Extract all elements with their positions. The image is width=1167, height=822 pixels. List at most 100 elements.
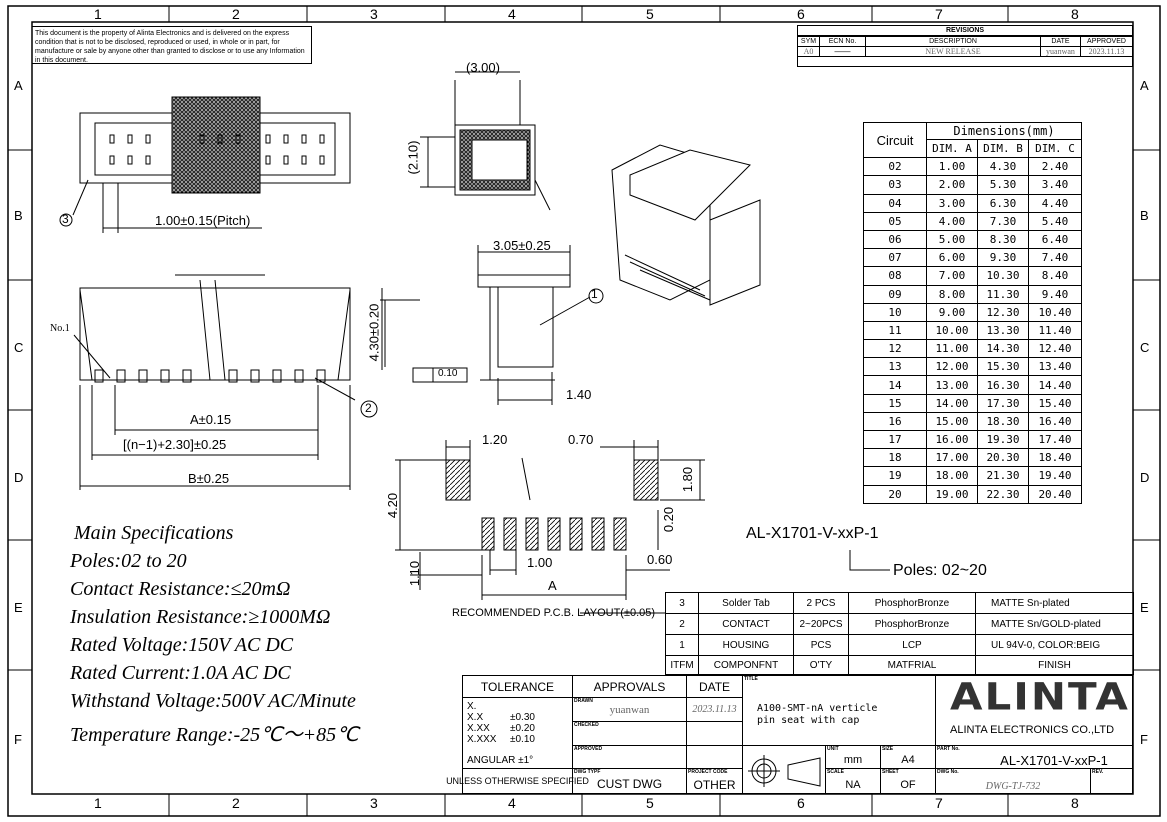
spec-line: Temperature Range:-25℃～+85℃ — [70, 724, 359, 746]
row-marker: F — [1140, 732, 1148, 747]
rev-empty-row — [797, 56, 1133, 67]
dimension-cell: 13.40 — [1028, 357, 1082, 377]
dimension-cell: 7.00 — [926, 266, 978, 286]
callout-2: 2 — [365, 401, 372, 415]
dimension-cell: 6.30 — [977, 193, 1029, 213]
dimension-cell: 11.30 — [977, 284, 1029, 304]
row-marker: F — [14, 732, 22, 747]
row-marker: D — [14, 470, 24, 485]
dimension-cell: 12.40 — [1028, 339, 1082, 359]
specs-title: Main Specifications — [74, 522, 234, 544]
dimension-cell: 11.00 — [926, 339, 978, 359]
pcb-layout-title: RECOMMENDED P.C.B. LAYOUT(±0.05) — [452, 607, 656, 619]
dimension-cell: 15.40 — [1028, 393, 1082, 413]
rev-label: REV. — [1092, 769, 1104, 775]
dim-a-header: DIM. A — [926, 138, 978, 159]
materials-cell: MATTE Sn-plated — [975, 592, 1134, 614]
materials-cell: LCP — [848, 634, 976, 656]
dimension-cell: 11 — [863, 320, 927, 341]
materials-cell: FINISH — [975, 655, 1134, 675]
dimension-cell: 5.40 — [1028, 211, 1082, 231]
dimension-cell: 17 — [863, 429, 927, 450]
dimension-cell: 19 — [863, 466, 927, 486]
dimensions-table: Circuit Dimensions(mm) DIM. A DIM. B DIM… — [863, 121, 1082, 504]
dimension-cell: 03 — [863, 175, 927, 195]
spec-line: Poles:02 to 20 — [70, 550, 187, 572]
pcb-dim: 0.70 — [568, 432, 594, 447]
dimension-cell: 04 — [863, 193, 927, 213]
spec-line: Contact Resistance:≤20mΩ — [70, 578, 291, 600]
pcb-dim: 1.00 — [527, 555, 553, 570]
dim-c-header: DIM. C — [1028, 138, 1082, 159]
dimension-cell: 16 — [863, 411, 927, 432]
tol-label: X. — [467, 701, 477, 712]
part-code: AL-X1701-V-xxP-1 — [746, 525, 879, 542]
confidentiality-notice: This document is the property of Alinta … — [32, 26, 312, 64]
tol-label: X.XXX — [467, 734, 497, 745]
dimension-cell: 17.30 — [977, 393, 1029, 413]
dimension-cell: 2.40 — [1028, 157, 1082, 177]
sheet-label: SHEET — [882, 769, 899, 775]
materials-cell: ITFM — [665, 655, 699, 675]
dimension-cell: 9.30 — [977, 248, 1029, 268]
flatness-value: 0.10 — [438, 368, 458, 379]
column-marker: 8 — [1071, 6, 1079, 22]
dimension-cell: 8.30 — [977, 229, 1029, 250]
b-dim: B±0.25 — [188, 471, 230, 486]
checked-label: CHECKED — [574, 722, 599, 728]
dimension-cell: 14 — [863, 375, 927, 395]
column-marker: 7 — [935, 795, 943, 811]
row-marker: E — [14, 600, 23, 615]
dimension-cell: 18.30 — [977, 411, 1029, 432]
callout-3: 3 — [62, 212, 69, 226]
dimension-cell: 4.40 — [1028, 193, 1082, 213]
height-430-dim: 4.30±0.20 — [366, 303, 382, 362]
column-marker: 1 — [94, 795, 102, 811]
row-marker: B — [1140, 208, 1149, 223]
column-marker: 1 — [94, 6, 102, 22]
checked-date — [686, 721, 743, 746]
materials-cell: 2 — [665, 613, 699, 635]
spec-line: Rated Current:1.0A AC DC — [70, 662, 291, 684]
dimension-cell: 18.40 — [1028, 448, 1082, 468]
dimension-cell: 10 — [863, 302, 927, 322]
dimension-cell: 13.00 — [926, 375, 978, 395]
materials-cell: Solder Tab — [698, 592, 794, 614]
approved-date — [686, 745, 743, 769]
circuit-header: Circuit — [863, 121, 927, 159]
dimension-cell: 12 — [863, 339, 927, 359]
column-marker: 3 — [370, 6, 378, 22]
column-marker: 7 — [935, 6, 943, 22]
size-label: SIZE — [882, 746, 894, 752]
spec-line: Insulation Resistance:≥1000MΩ — [70, 606, 331, 628]
project-code-label: PROJECT CODE — [688, 769, 728, 775]
dimension-cell: 19.40 — [1028, 466, 1082, 486]
dimension-cell: 18 — [863, 448, 927, 468]
column-marker: 6 — [797, 6, 805, 22]
unit-label: UNIT — [827, 746, 839, 752]
spec-line: Withstand Voltage:500V AC/Minute — [70, 690, 356, 712]
materials-cell: PhosphorBronze — [848, 613, 976, 635]
part-no-label: PART No. — [937, 746, 960, 752]
dimension-cell: 14.40 — [1028, 375, 1082, 395]
depth-dim: (3.00) — [466, 60, 500, 75]
tol-value: ±0.30 — [510, 712, 535, 723]
dwg-type-label: DWG TYPF — [574, 769, 601, 775]
materials-cell: CONTACT — [698, 613, 794, 635]
row-marker: C — [14, 340, 24, 355]
materials-cell: COMPONFNT — [698, 655, 794, 675]
dimension-cell: 20 — [863, 484, 927, 504]
materials-cell: HOUSING — [698, 634, 794, 656]
dimension-cell: 08 — [863, 266, 927, 286]
dimension-cell: 22.30 — [977, 484, 1029, 504]
approvals-header: APPROVALS — [572, 675, 687, 698]
title-label: TITLE — [744, 676, 758, 682]
